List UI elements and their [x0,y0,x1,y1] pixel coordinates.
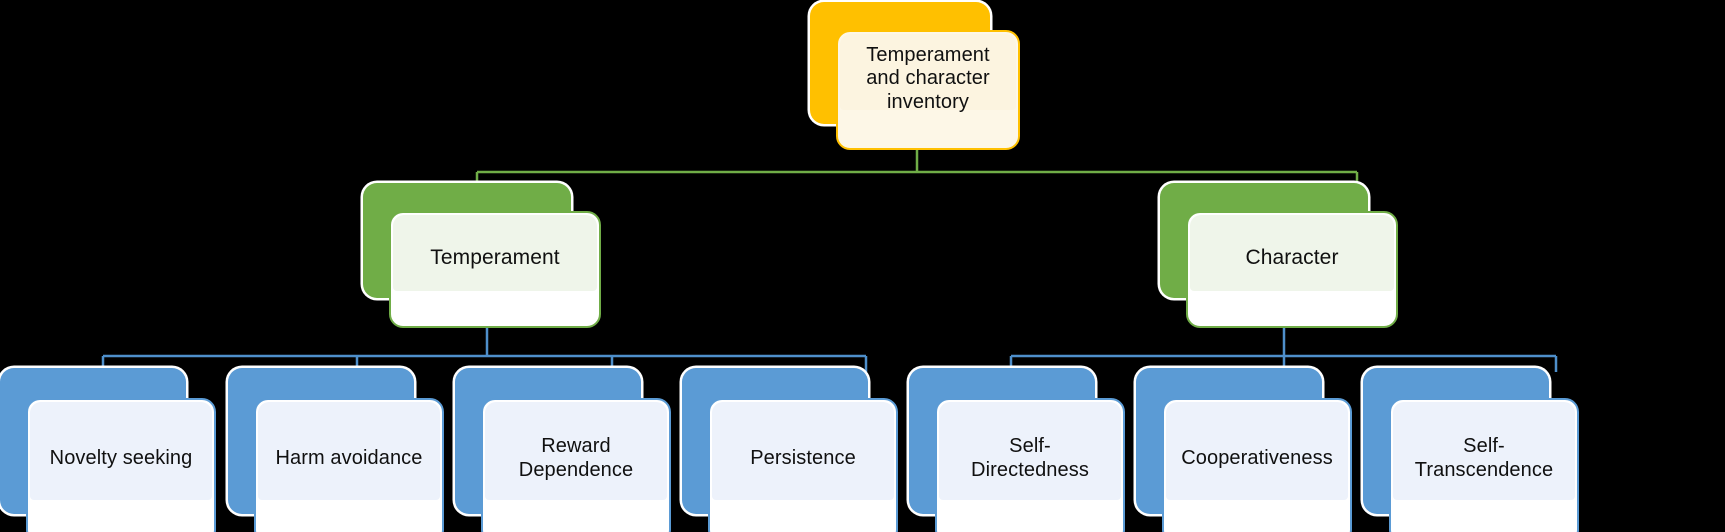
temperament-node-body[interactable]: Temperament [389,211,601,328]
leaf-node-body[interactable]: Reward Dependence [481,398,671,532]
temperament-node-label: Temperament [430,246,560,270]
node-harm-avoidance[interactable]: Harm avoidance [228,368,444,532]
leaf-node-body[interactable]: Self- Directedness [935,398,1125,532]
node-novelty-seeking[interactable]: Novelty seeking [0,368,216,532]
leaf-node-label: Self- Directedness [971,434,1089,481]
node-character[interactable]: Character [1160,183,1398,328]
leaf-node-body[interactable]: Cooperativeness [1162,398,1352,532]
connector-character-to-leaves [1009,328,1558,372]
root-node-body[interactable]: Temperament and character inventory [836,30,1020,150]
leaf-node-label: Novelty seeking [49,446,193,469]
node-root-temperament-and-character-inventory[interactable]: Temperament and character inventory [810,2,1020,150]
leaf-node-label: Cooperativeness [1181,446,1333,469]
leaf-node-body[interactable]: Persistence [708,398,898,532]
node-persistence[interactable]: Persistence [682,368,898,532]
leaf-node-body[interactable]: Harm avoidance [254,398,444,532]
leaf-node-label: Persistence [750,446,856,469]
leaf-node-body[interactable]: Self- Transcendence [1389,398,1579,532]
character-node-label: Character [1245,246,1339,270]
root-node-label: Temperament and character inventory [866,43,990,113]
leaf-node-body[interactable]: Novelty seeking [26,398,216,532]
character-node-body[interactable]: Character [1186,211,1398,328]
leaf-node-label: Reward Dependence [518,434,634,481]
node-cooperativeness[interactable]: Cooperativeness [1136,368,1352,532]
node-self-directedness[interactable]: Self- Directedness [909,368,1125,532]
connector-temperament-to-leaves [101,328,868,372]
leaf-node-label: Self- Transcendence [1414,434,1554,481]
node-reward-dependence[interactable]: Reward Dependence [455,368,671,532]
connector-root-to-level2 [475,150,1359,186]
leaf-node-label: Harm avoidance [275,446,423,469]
node-temperament[interactable]: Temperament [363,183,601,328]
node-self-transcendence[interactable]: Self- Transcendence [1363,368,1579,532]
